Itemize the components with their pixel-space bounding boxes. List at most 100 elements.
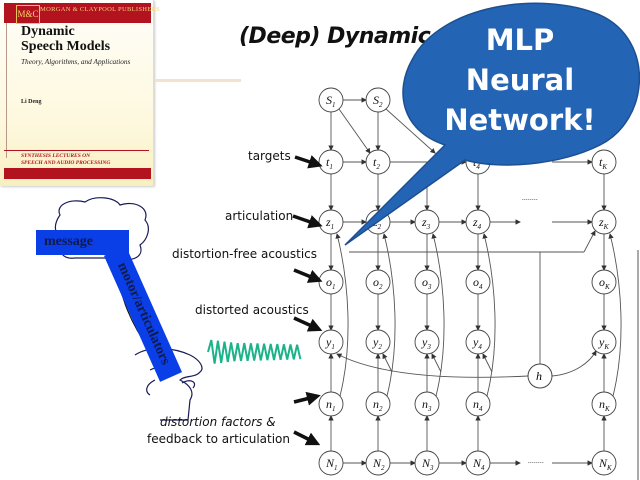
node-label: o3	[422, 275, 432, 291]
node-circle	[365, 269, 391, 295]
node-NK: NK	[591, 450, 617, 476]
edge-h-y	[382, 353, 393, 373]
node-label: S2	[373, 93, 383, 109]
book-title-line1: Dynamic	[21, 24, 75, 39]
book-subtitle: Theory, Algorithms, and Applications	[21, 57, 131, 66]
node-N4: N4	[465, 450, 491, 476]
edge-bus-zK	[583, 230, 596, 253]
label-feedback-to-articulation: feedback to articulation	[147, 432, 291, 446]
edge-n-z-feedback	[431, 233, 445, 397]
label-targets: targets	[248, 149, 291, 163]
node-label: n3	[422, 397, 432, 413]
node-label: zK	[598, 215, 609, 231]
node-label: nK	[599, 397, 610, 413]
node-circle	[365, 450, 391, 476]
label-distortion-free-acoustics: distortion-free acoustics	[172, 247, 318, 261]
node-z1: z1	[318, 209, 344, 235]
book-author: Li Deng	[21, 99, 42, 105]
node-circle	[414, 391, 440, 417]
node-label: t2	[373, 155, 380, 171]
node-circle	[365, 329, 391, 355]
edge-h-y	[482, 353, 493, 373]
node-circle	[318, 87, 344, 113]
node-label: S1	[326, 93, 336, 109]
callout-line-1: MLP	[485, 23, 555, 57]
pointer-arrow	[294, 155, 323, 169]
node-t2: t2	[365, 149, 391, 175]
node-circle	[414, 269, 440, 295]
speech-waveform	[207, 339, 302, 364]
head-sketch	[134, 348, 203, 421]
node-label: oK	[599, 275, 610, 291]
node-circle	[527, 363, 553, 389]
node-circle	[318, 329, 344, 355]
node-n2: n2	[365, 391, 391, 417]
node-N1: N1	[318, 450, 344, 476]
callout-line-2: Neural	[465, 63, 575, 97]
node-z4: z4	[465, 209, 491, 235]
node-label: y1	[325, 335, 335, 351]
node-y1: y1	[318, 329, 344, 355]
book-series-line1: SYNTHESIS LECTURES ON	[21, 153, 91, 159]
node-circle	[465, 209, 491, 235]
node-zK: zK	[591, 209, 617, 235]
node-label: o2	[373, 275, 383, 291]
edge-n-z-feedback	[482, 233, 496, 397]
node-S2: S2	[365, 87, 391, 113]
node-o3: o3	[414, 269, 440, 295]
book-title-line2: Speech Models	[21, 39, 111, 54]
node-label: t1	[326, 155, 333, 171]
mlp-callout-bubble	[344, 2, 640, 246]
node-y3: y3	[414, 329, 440, 355]
node-label: z1	[325, 215, 334, 231]
title-underline	[155, 79, 241, 82]
pointer-arrow	[293, 391, 321, 406]
node-t1: t1	[318, 149, 344, 175]
node-label: o4	[473, 275, 483, 291]
node-label: n2	[373, 397, 383, 413]
callout-line-3: Network!	[444, 103, 596, 137]
label-articulation: articulation	[225, 209, 294, 223]
node-circle	[465, 329, 491, 355]
label-distortion-factors: distortion factors &	[160, 415, 276, 429]
node-circle	[591, 329, 617, 355]
book-bottom-band	[4, 168, 151, 179]
node-circle	[414, 450, 440, 476]
ellipsis: ........	[522, 193, 538, 202]
node-circle	[465, 450, 491, 476]
node-circle	[365, 149, 391, 175]
node-tK: tK	[591, 149, 617, 175]
node-h: h	[527, 363, 553, 389]
node-label: yK	[598, 335, 609, 351]
node-circle	[591, 209, 617, 235]
slide-title: (Deep) Dynamic	[239, 24, 431, 49]
node-z3: z3	[414, 209, 440, 235]
node-y2: y2	[365, 329, 391, 355]
node-label: n1	[326, 397, 336, 413]
node-o1: o1	[318, 269, 344, 295]
node-oK: oK	[591, 269, 617, 295]
node-N3: N3	[414, 450, 440, 476]
publisher-logo: M&C	[16, 5, 40, 24]
node-circle	[591, 450, 617, 476]
pointer-arrow	[293, 430, 321, 446]
pointer-arrow	[293, 316, 323, 332]
book-cover: M&C MORGAN & CLAYPOOL PUBLISHERS Dynamic…	[0, 0, 160, 186]
node-circle	[591, 149, 617, 175]
book-vertical-rule	[6, 23, 7, 158]
pointer-arrow	[292, 214, 323, 229]
node-N2: N2	[365, 450, 391, 476]
node-n3: n3	[414, 391, 440, 417]
node-label: y2	[372, 335, 382, 351]
node-label: y4	[472, 335, 482, 351]
row-pointer-arrows	[292, 155, 323, 446]
book-title: Dynamic Speech Models	[21, 24, 110, 54]
node-n1: n1	[318, 391, 344, 417]
edge-S1-t2	[338, 108, 371, 154]
node-label: y3	[421, 335, 431, 351]
edge-S2-t3	[385, 108, 436, 154]
edge-h-yK	[551, 350, 597, 377]
node-y4: y4	[465, 329, 491, 355]
node-S1: S1	[318, 87, 344, 113]
book-top-band	[4, 3, 151, 23]
